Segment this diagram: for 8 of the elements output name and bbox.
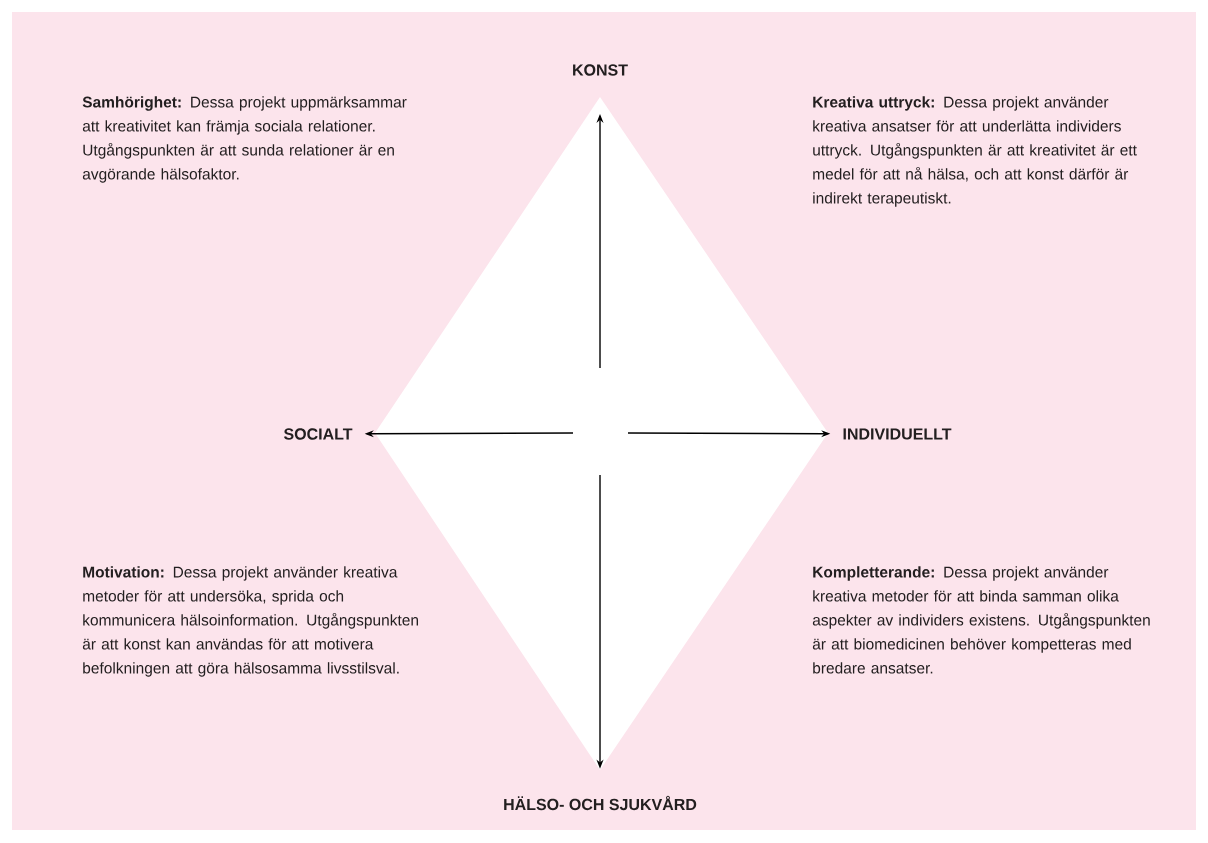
- axis-label: HÄLSO- OCH SJUKVÅRD: [504, 795, 697, 811]
- axis-label: SOCIALT: [283, 428, 353, 440]
- axis-label: KONST: [573, 64, 628, 76]
- description-text: Motivation: Dessa projekt använder kreativa metoder för att undersöka, sprida och kommunicera hälsoinformation. Utgångspunkten är att konst kan användas för att motivera befolkningen att göra hälsosamma livsstilsval.: [82, 566, 418, 677]
- description-text: Samhörighet: Dessa projekt uppmärksammar att kreativitet kan främja sociala relationer. Utgångspunkten är att sunda relationer är en avgörande hälsofaktor.: [82, 96, 407, 183]
- description-text: Kompletterande: Dessa projekt använder kreativa metoder för att binda samman olika aspekter av individers existens. Utgångspunkten är att biomedicinen behöver kompetteras med bredare ansatser.: [812, 566, 1150, 674]
- axis-label: INDIVIDUELLT: [843, 428, 952, 440]
- description-text: Kreativa uttryck: Dessa projekt använder kreativa ansatser för att underlätta individers uttryck. Utgångspunkten är att kreativitet är ett medel för att nå hälsa, och att konst därför är indirekt terapeutiskt.: [813, 96, 1137, 207]
